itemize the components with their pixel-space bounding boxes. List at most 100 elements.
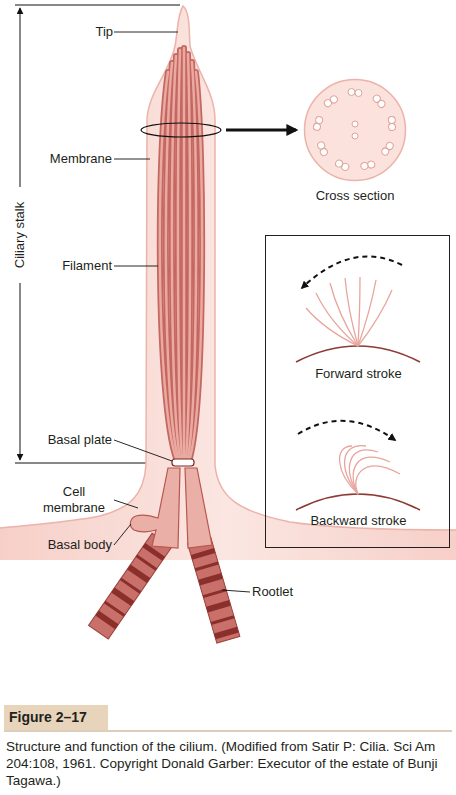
rule-line — [4, 731, 452, 732]
part-label: Cell membrane — [36, 484, 112, 516]
figure-number: Figure 2–17 — [9, 709, 87, 725]
circle-outline — [303, 78, 407, 182]
microtubule — [319, 147, 329, 157]
filament-core — [190, 72, 202, 458]
rootlet-band — [127, 564, 150, 583]
microtubule — [360, 161, 369, 170]
part-label: Basal body — [20, 537, 112, 553]
rootlet-band — [214, 627, 239, 640]
basal-body — [185, 468, 212, 548]
microtubule — [355, 90, 362, 97]
leader-line — [114, 159, 150, 160]
part-label: Rootlet — [252, 584, 342, 600]
doublet — [360, 159, 376, 171]
leader-line — [114, 440, 172, 461]
cell-surface — [296, 494, 420, 510]
node-label: Cross section — [273, 188, 437, 204]
microtubule — [385, 141, 395, 151]
central-tubule — [352, 121, 358, 127]
microtubule — [329, 94, 339, 104]
cilium-line — [345, 278, 358, 346]
bracket-line — [15, 5, 180, 6]
microtubule — [381, 147, 391, 157]
microtubule — [388, 123, 396, 131]
motion-arrow — [302, 256, 402, 288]
leader-line — [114, 524, 131, 545]
filament-core — [178, 50, 182, 458]
microtubule — [315, 116, 323, 124]
doublet — [387, 116, 397, 131]
doublet — [348, 89, 362, 97]
filament-core — [183, 48, 186, 458]
microtubule — [348, 89, 355, 96]
microtubule — [341, 162, 350, 171]
rootlet-band — [206, 600, 231, 613]
rootlet-band — [95, 611, 118, 630]
part-label: Filament — [30, 258, 112, 274]
filament-core — [186, 54, 190, 458]
figure-band — [4, 705, 108, 730]
cilium-line — [358, 277, 360, 346]
cilium-line — [358, 280, 376, 346]
rootlet-band — [198, 573, 223, 586]
cilium-line — [330, 283, 358, 346]
filament-group — [160, 48, 202, 458]
doublet — [381, 141, 395, 157]
motion-arrow — [298, 421, 395, 440]
cilium-line — [358, 290, 392, 346]
microtubule — [377, 99, 387, 109]
doublet — [323, 94, 339, 109]
leader-line — [222, 590, 250, 592]
section-arrow — [226, 129, 296, 132]
cross-section-outline — [305, 80, 406, 181]
section-ring — [141, 123, 221, 137]
central-tubule — [352, 133, 358, 139]
rootlet-band — [104, 601, 125, 617]
inset-box: Forward strokeBackward stroke — [265, 235, 450, 548]
doublet — [371, 94, 387, 109]
rootlet-body — [187, 537, 239, 644]
rootlet-band — [111, 588, 134, 607]
dimension-label: Ciliary stalk — [12, 187, 28, 283]
part-label: Basal plate — [20, 432, 112, 448]
leader-line — [114, 266, 158, 267]
cilia-forward — [306, 277, 392, 346]
cilium-line — [356, 466, 400, 494]
doublet — [334, 159, 350, 171]
cilia-backward — [340, 446, 400, 494]
doublet — [316, 141, 330, 157]
cilium-membrane — [0, 6, 456, 530]
cross-section-circle: Cross section — [303, 78, 407, 182]
filament — [186, 54, 190, 458]
microtubule — [367, 160, 376, 169]
node-label: Forward stroke — [266, 366, 451, 382]
node-label: Backward stroke — [266, 513, 451, 529]
cilium-line — [353, 457, 390, 494]
microtubule — [313, 123, 321, 131]
figure-caption: Structure and function of the cilium. (M… — [6, 738, 450, 789]
microtubule — [323, 98, 333, 108]
microtubule — [316, 141, 326, 151]
filament-core — [188, 62, 196, 458]
rootlet-right — [187, 537, 239, 644]
microtubule — [335, 159, 344, 168]
leader-line — [114, 32, 178, 33]
doublet — [313, 116, 323, 131]
part-label: Membrane — [30, 151, 112, 167]
basal-plate — [172, 459, 194, 466]
rootlet-band — [136, 555, 157, 571]
doublet-ring — [313, 89, 397, 172]
leader-line — [114, 500, 138, 508]
part-label: Tip — [60, 24, 113, 40]
rootlet-band — [120, 578, 141, 594]
cell-surface — [296, 346, 420, 362]
cell-body — [0, 6, 456, 560]
microtubule — [388, 116, 396, 124]
rootlet-band — [191, 548, 215, 560]
rootlet-band — [211, 615, 235, 625]
rootlet-band — [195, 562, 219, 572]
microtubule — [372, 94, 382, 104]
leader-lines — [114, 32, 250, 592]
